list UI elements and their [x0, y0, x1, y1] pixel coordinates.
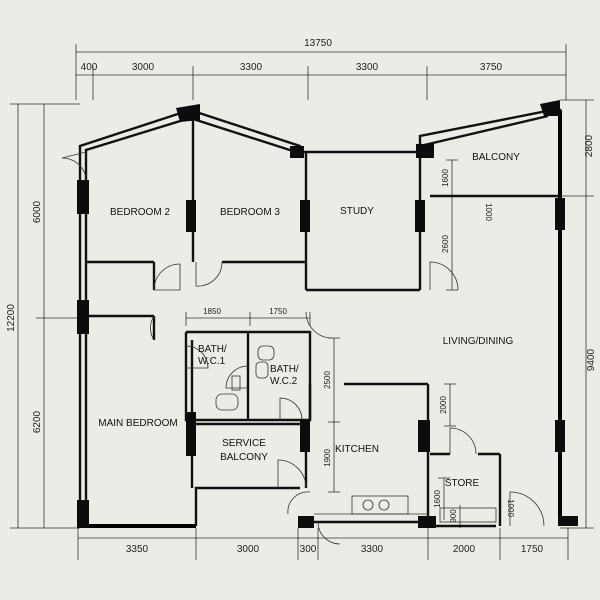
dim-top-1: 400 [81, 62, 98, 73]
dim-bottom-5: 2000 [453, 544, 476, 555]
dim-right-door: 1000 [506, 499, 515, 517]
dim-kitchen-lower: 1900 [323, 449, 332, 467]
room-labels: BEDROOM 2 BEDROOM 3 STUDY BALCONY LIVING… [98, 152, 520, 489]
room-bath2-line1: BATH/ [270, 364, 299, 375]
dim-right-lower: 9400 [586, 348, 597, 371]
store-shelf [439, 507, 497, 523]
column-right-lower [555, 420, 565, 452]
dim-store-depth: 1600 [433, 490, 442, 508]
room-bedroom-2: BEDROOM 2 [110, 207, 170, 218]
dim-right-upper: 2800 [584, 134, 595, 157]
column-left-upper [77, 180, 89, 214]
room-kitchen: KITCHEN [335, 444, 379, 455]
dim-bottom-4: 3300 [361, 544, 384, 555]
dim-balcony-door: 1000 [484, 203, 493, 221]
dim-bath-1: 1850 [203, 307, 221, 316]
column-top-right [540, 100, 560, 116]
column-bed2 [186, 200, 196, 232]
dim-top-3: 3300 [240, 62, 263, 73]
fixtures [215, 345, 497, 523]
columns [77, 100, 578, 528]
sink-bowl-2 [378, 499, 390, 511]
column-bottom-right [558, 516, 578, 526]
column-left-mid [77, 300, 89, 334]
dim-top-2: 3000 [132, 62, 155, 73]
dim-bottom-1: 3350 [126, 544, 149, 555]
column-bottom-store [418, 516, 436, 528]
column-main-bed [186, 412, 196, 456]
basin-wc1 [231, 375, 241, 391]
dim-bottom-2: 3000 [237, 544, 260, 555]
room-bath2-line2: W.C.2 [270, 376, 298, 387]
dim-left-lower: 6200 [32, 410, 43, 433]
sink-bowl-1 [362, 499, 374, 511]
room-main-bedroom: MAIN BEDROOM [98, 418, 177, 429]
column-bottom-left [77, 500, 89, 528]
column-right-upper [555, 198, 565, 230]
column-kitchen-right [418, 420, 430, 452]
door-swings [61, 151, 545, 545]
room-bath1-line1: BATH/ [198, 344, 227, 355]
room-service-balcony-line1: SERVICE [222, 438, 266, 449]
toilet-wc2 [255, 361, 269, 379]
dimension-labels: 13750 400 3000 3300 3300 3750 3350 3000 … [6, 38, 597, 555]
dim-bottom-6: 1750 [521, 544, 544, 555]
dim-top-5: 3750 [480, 62, 503, 73]
column-kitchen-left [300, 420, 310, 452]
dim-bath-2: 1750 [269, 307, 287, 316]
dimension-lines [10, 44, 594, 560]
room-living-dining: LIVING/DINING [443, 336, 514, 347]
column-study [415, 200, 425, 232]
room-bedroom-3: BEDROOM 3 [220, 207, 280, 218]
dim-kitchen-upper: 2000 [439, 396, 448, 414]
room-study: STUDY [340, 206, 374, 217]
column-top-study [416, 144, 434, 158]
column-bed3 [300, 200, 310, 232]
room-store: STORE [445, 478, 480, 489]
dim-bath-depth: 2500 [323, 371, 332, 389]
dim-balcony-depth: 1600 [441, 169, 450, 187]
dim-left-upper: 6000 [32, 200, 43, 223]
dim-study-depth: 2600 [441, 235, 450, 253]
column-bottom-mid [298, 516, 314, 528]
column-top-left [176, 104, 200, 122]
dim-overall-width: 13750 [304, 38, 332, 49]
dim-store-door: 900 [449, 509, 458, 523]
room-service-balcony-line2: BALCONY [220, 452, 268, 463]
dim-bottom-3: 300 [300, 544, 317, 555]
room-balcony: BALCONY [472, 152, 520, 163]
toilet-wc1 [215, 393, 239, 411]
dim-top-4: 3300 [356, 62, 379, 73]
basin-wc2 [257, 345, 275, 361]
column-top-mid [290, 146, 304, 158]
dim-left-overall: 12200 [6, 304, 17, 332]
room-bath1-line2: W.C.1 [198, 356, 226, 367]
